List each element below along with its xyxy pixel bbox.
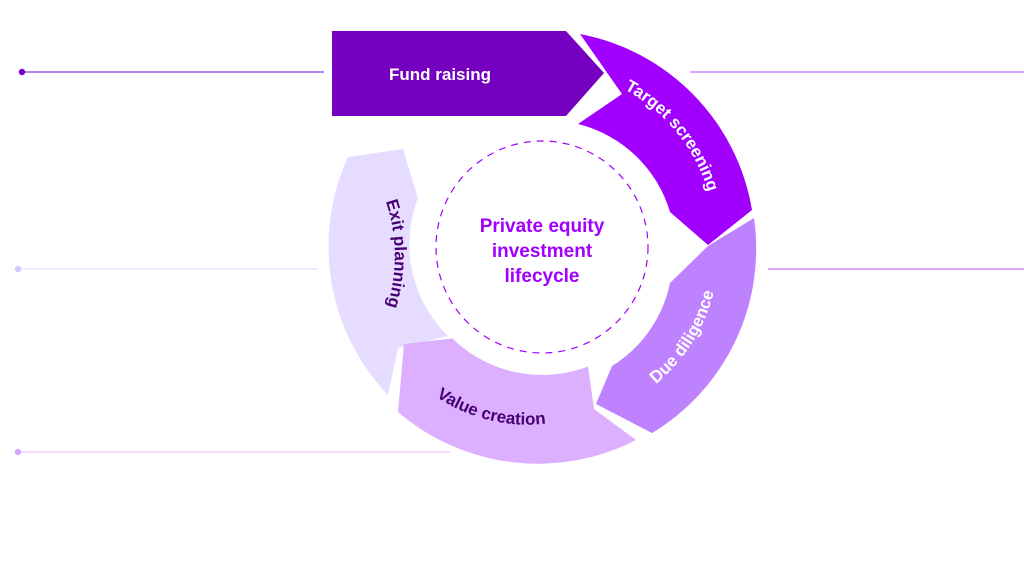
center-title-line-1: Private equity [480, 216, 605, 237]
segment-target-screening[interactable] [578, 34, 752, 245]
inner-disc [414, 119, 670, 375]
label-fund-raising: Fund raising [389, 65, 491, 84]
connector-dot-value-creation [14, 448, 22, 456]
segment-due-diligence[interactable] [596, 218, 757, 433]
center-title-line-2: investment [492, 241, 593, 262]
dashed-ring [435, 140, 649, 354]
connector-dot-fund-raising [18, 68, 26, 76]
segment-fund-raising[interactable] [332, 31, 604, 116]
center-title-line-3: lifecycle [505, 266, 580, 287]
segment-value-creation[interactable] [398, 338, 636, 464]
segment-exit-planning[interactable] [328, 149, 448, 395]
connector-dot-exit-planning [14, 265, 22, 273]
connector-lines [14, 68, 1024, 456]
